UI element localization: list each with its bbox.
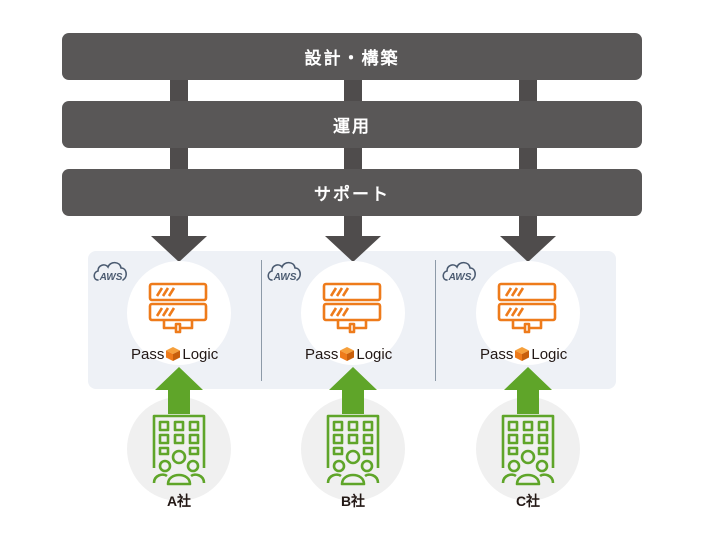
layer-label-design: 設計・構築 [304,49,400,68]
company-building-icon [326,414,380,486]
cube-icon [340,347,355,361]
down-arrow-c [500,236,556,262]
logo-text-logic: Logic [356,345,393,363]
aws-cloud-icon: AWS [441,258,479,289]
svg-text:AWS: AWS [273,272,297,283]
svg-text:AWS: AWS [99,272,123,283]
logo-text-logic: Logic [182,345,219,363]
company-label-b: B社 [340,493,366,509]
passlogic-logo: Pass Logic [480,345,567,363]
server-icon [322,282,382,334]
svg-text:AWS: AWS [448,272,472,283]
layer-bar-support: サポート [62,169,642,216]
aws-cloud-icon: AWS [92,258,130,289]
layer-label-operation: 運用 [333,117,371,136]
logo-text-pass: Pass [131,345,165,363]
passlogic-logo: Pass Logic [131,345,218,363]
up-arrow-b [329,367,377,414]
cube-icon [166,347,181,361]
passlogic-logo: Pass Logic [305,345,392,363]
panel-divider [261,260,262,381]
panel-divider [435,260,436,381]
layer-bar-operation: 運用 [62,101,642,148]
cube-icon [515,347,530,361]
down-arrow-b [325,236,381,262]
company-building-icon [152,414,206,486]
up-arrow-a [155,367,203,414]
server-icon [497,282,557,334]
logo-text-pass: Pass [480,345,514,363]
aws-cloud-icon: AWS [266,258,304,289]
layer-label-support: サポート [314,185,390,204]
server-node-c [476,261,580,365]
logo-text-logic: Logic [531,345,568,363]
server-node-b [301,261,405,365]
logo-text-pass: Pass [305,345,339,363]
server-icon [148,282,208,334]
company-label-a: A社 [166,493,192,509]
down-arrow-a [151,236,207,262]
up-arrow-c [504,367,552,414]
company-label-c: C社 [515,493,541,509]
server-node-a [127,261,231,365]
company-building-icon [501,414,555,486]
layer-bar-design: 設計・構築 [62,33,642,80]
